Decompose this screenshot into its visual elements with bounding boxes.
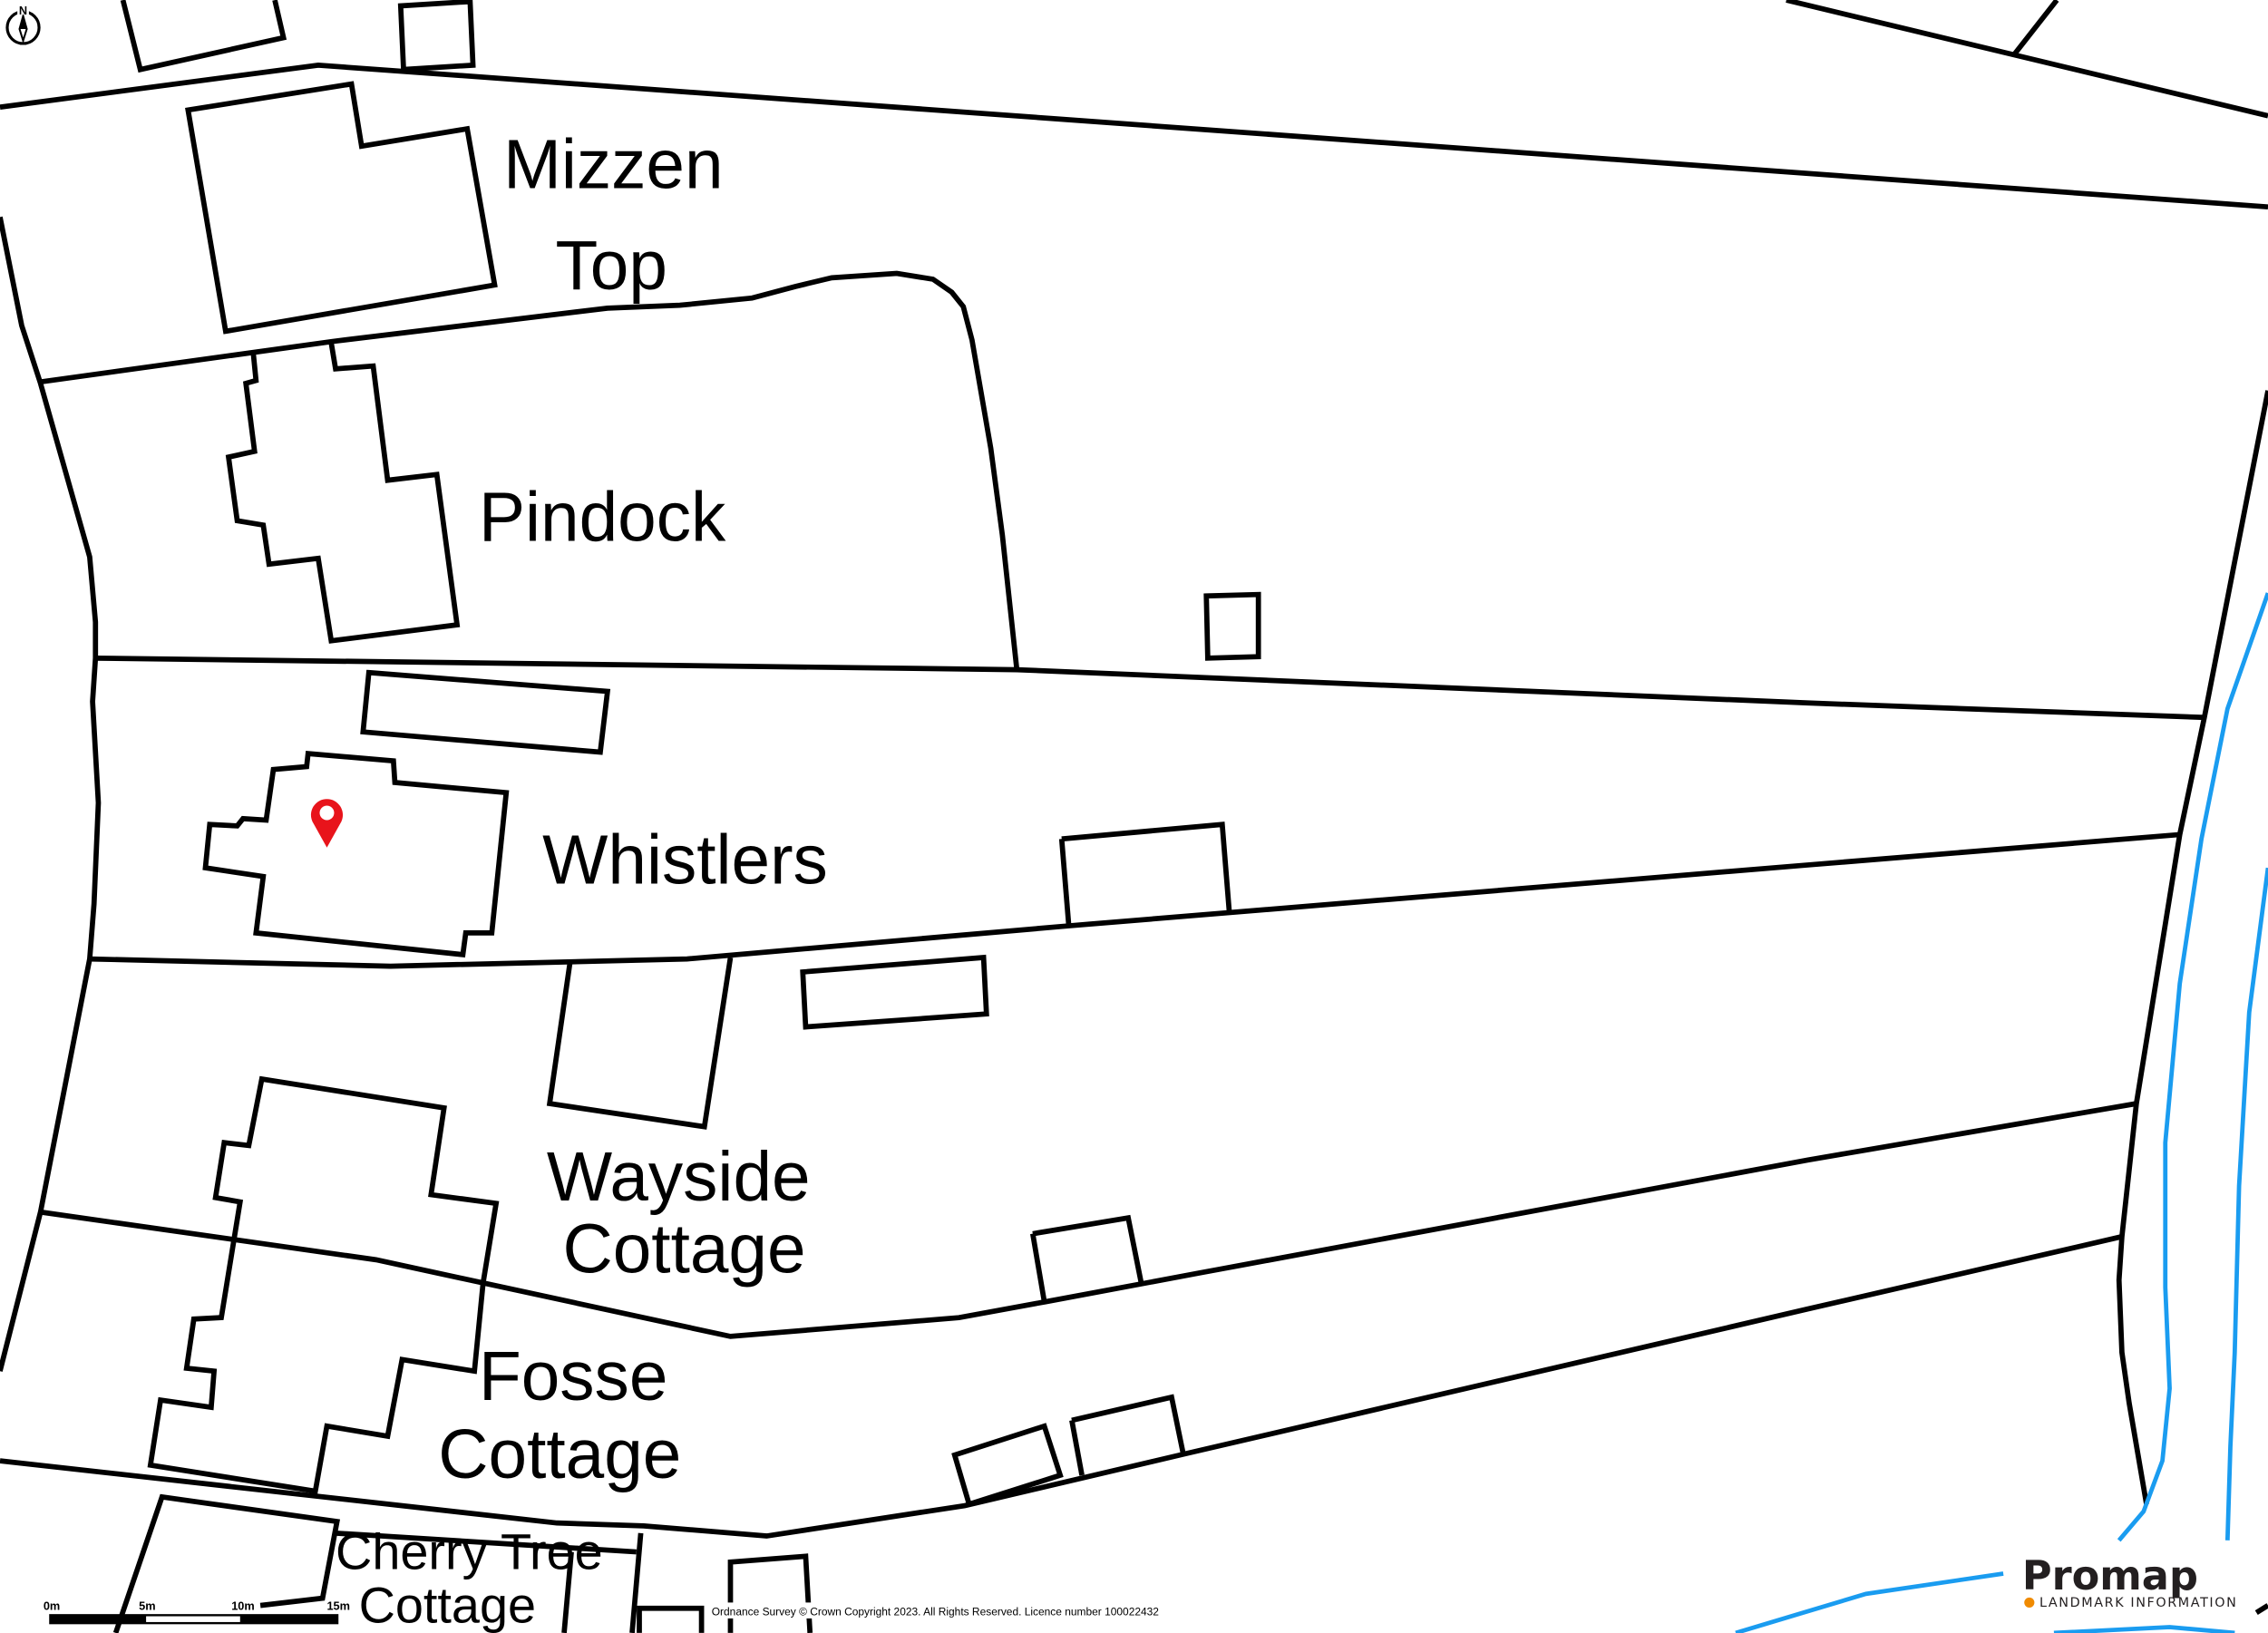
building-pindock [225,342,461,644]
north-arrow-icon: N [5,4,41,45]
logo-name: Promap [2022,1552,2198,1599]
label-fosse-cottage: Cottage [438,1416,681,1493]
scale-tick-5: 5m [139,1599,155,1612]
logo-subtitle: LANDMARK INFORMATION [2039,1596,2237,1610]
promap-logo: Promap LANDMARK INFORMATION [2022,1552,2237,1610]
river [1735,592,2268,1633]
scale-tick-15: 15m [326,1599,350,1612]
label-wayside-cottage: Cottage [562,1211,805,1288]
label-wayside: Wayside [547,1139,811,1216]
scale-tick-0: 0m [44,1599,60,1612]
building-mizzen-top [185,81,498,335]
label-mizzen: Mizzen [503,126,723,203]
logo-dot-icon [2024,1597,2035,1608]
scale-bar: 0m 5m 10m 15m [44,1599,350,1625]
north-label: N [19,4,27,17]
scale-tick-10: 10m [231,1599,255,1612]
label-cherry-tree: Cherry Tree [336,1523,603,1580]
label-fosse: Fosse [479,1338,667,1415]
copyright-text: Ordnance Survey © Crown Copyright 2023. … [712,1606,1160,1618]
building-cherry-tree [112,1493,341,1633]
label-cherry-cottage: Cottage [359,1577,536,1633]
buildings [112,0,1261,1633]
building-whistlers [202,751,510,957]
label-pindock: Pindock [479,480,726,557]
location-pin-icon[interactable] [310,799,344,848]
label-whistlers: Whistlers [542,822,828,899]
building-wayside-fosse [147,1075,500,1494]
label-top: Top [555,228,667,305]
